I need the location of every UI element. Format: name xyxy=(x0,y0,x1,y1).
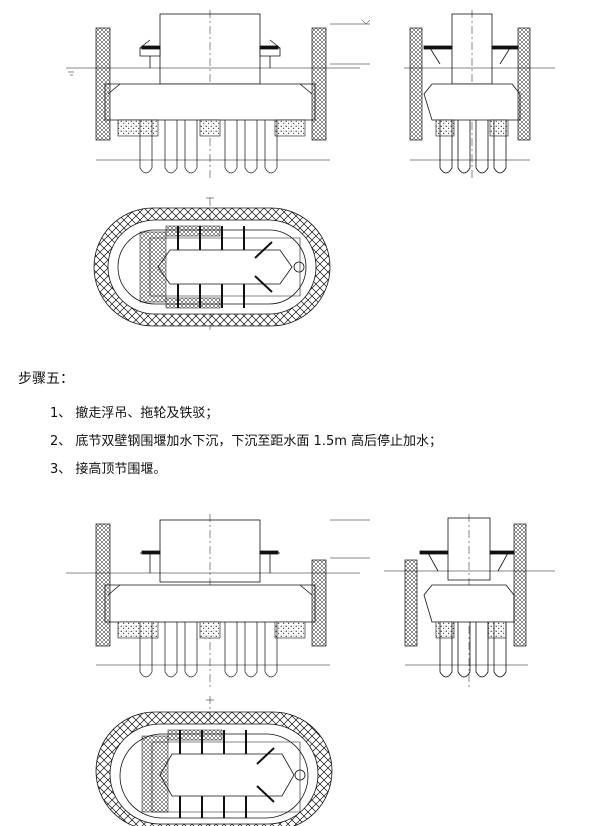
step-title: 步骤五： xyxy=(18,371,74,387)
step-item-2: 2、 底节双壁钢围堰加水下沉，下沉至距水面 1.5m 高后停止加水； xyxy=(50,434,443,449)
elevation-front-bottom xyxy=(66,514,370,690)
step-item-3: 3、 接高顶节围堰。 xyxy=(50,462,167,477)
step-item-1: 1、 撤走浮吊、拖轮及铁驳； xyxy=(50,406,219,421)
elevation-side-top xyxy=(404,10,555,180)
plan-view-top xyxy=(93,197,331,330)
elevation-side-bottom xyxy=(384,514,555,690)
elevation-front-top xyxy=(66,10,371,180)
plan-view-bottom xyxy=(95,696,333,826)
